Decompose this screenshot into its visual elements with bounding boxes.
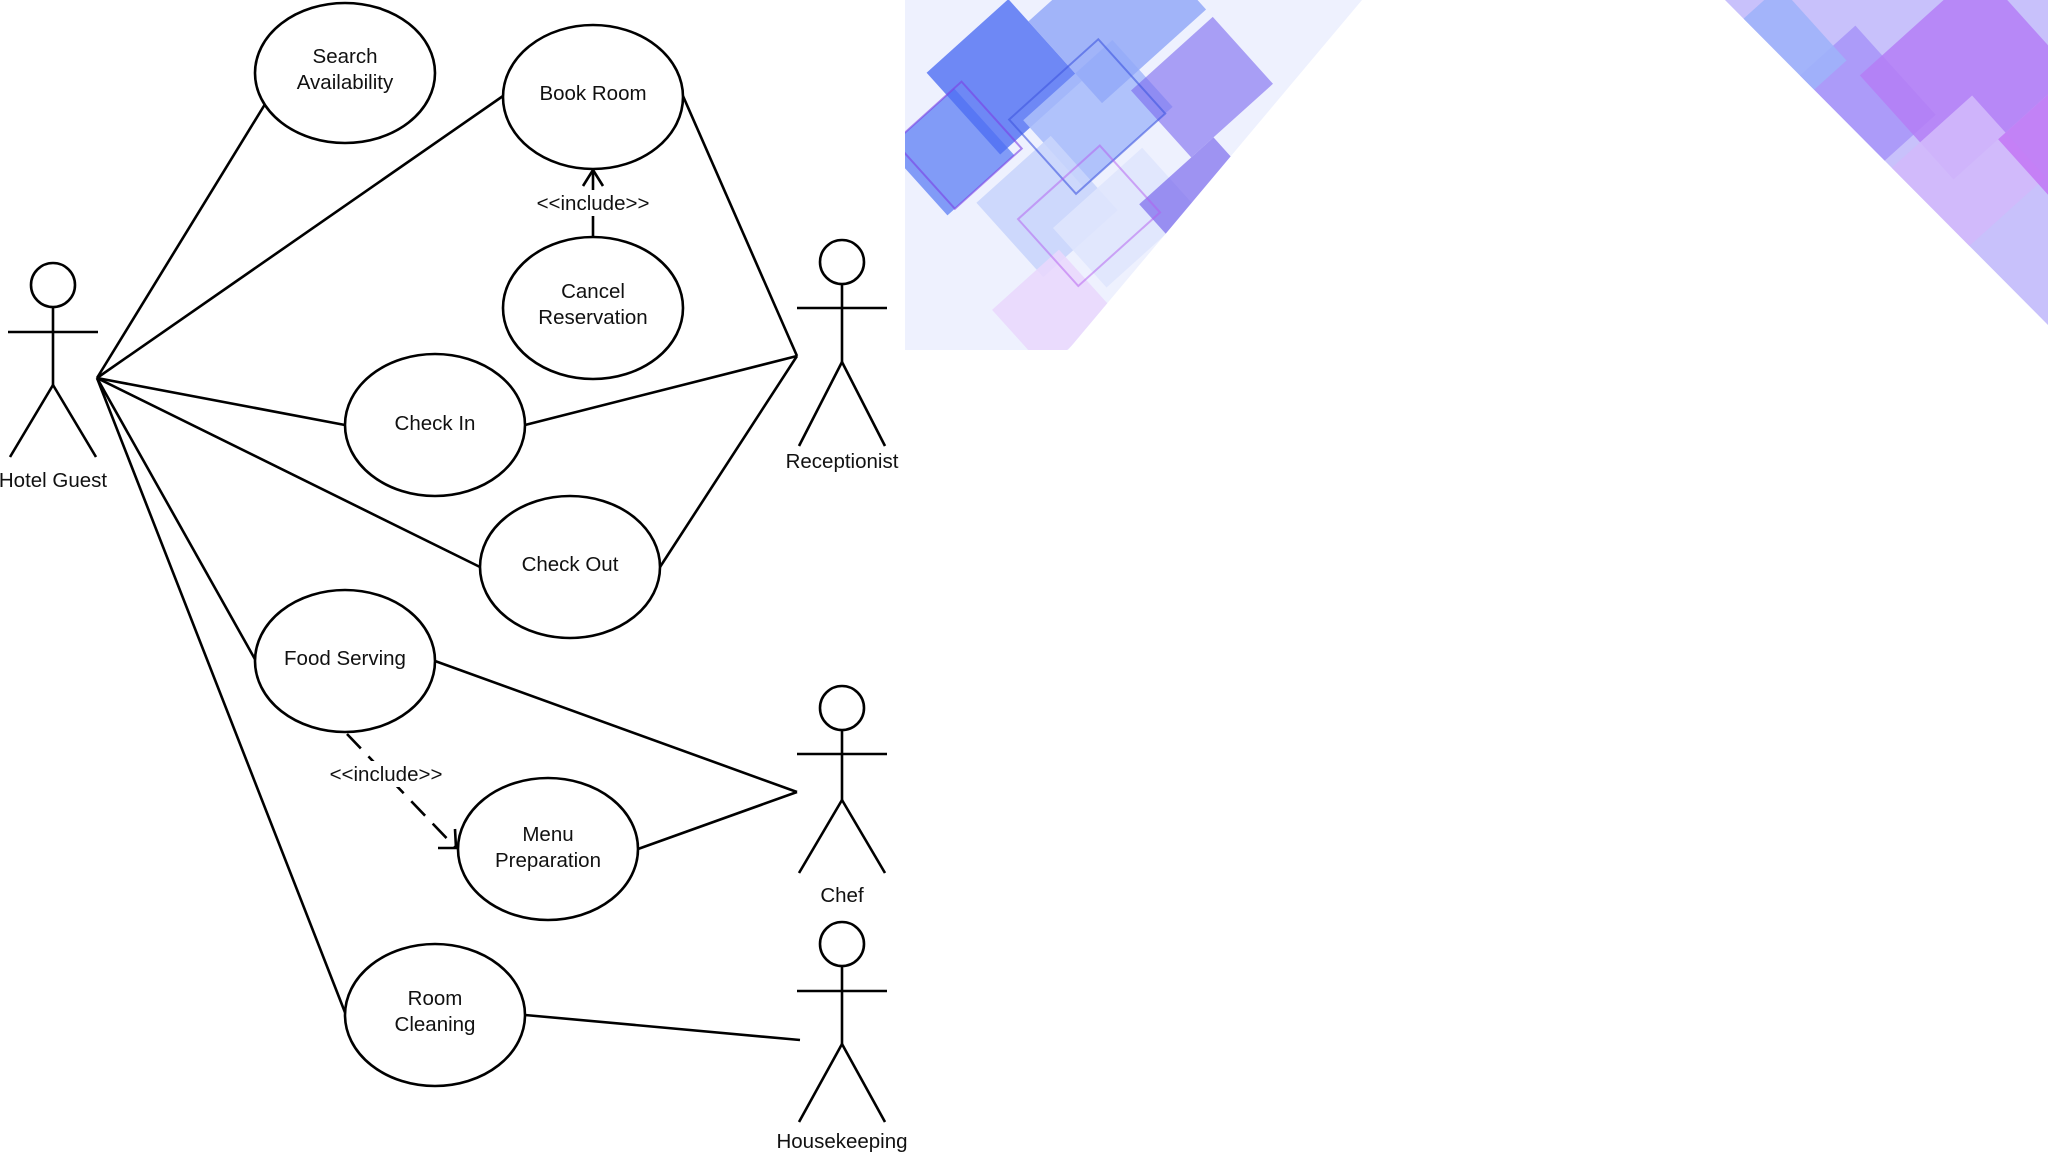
use-case-label: Reservation [538,306,647,329]
include-arrowhead-menu [438,828,458,850]
use-case-label: Search [313,45,378,68]
use-case-food-serving: Food Serving [253,588,437,734]
association-chef-menu [637,790,798,851]
use-case-label: Room [408,987,463,1010]
association-guest-cleaning [95,377,348,1016]
actor-head [818,238,866,286]
actor-chef: Chef [797,684,887,907]
association-receptionist-checkout [658,355,799,568]
association-guest-food [95,377,258,662]
use-case-label: Check Out [522,553,619,576]
actor-receptionist: Receptionist [786,238,899,473]
use-case-check-in: Check In [343,352,527,498]
association-receptionist-book [681,95,799,357]
use-case-label: Availability [297,71,394,94]
use-case-room-cleaning: Room Cleaning [343,942,527,1088]
actor-head [818,684,866,732]
association-guest-book [96,94,504,380]
actor-hotel-guest: Hotel Guest [0,261,107,492]
association-guest-checkin [96,376,346,427]
use-case-search-availability: Search Availability [253,1,437,145]
include-line-food-menu [346,733,457,849]
association-chef-food [434,659,798,794]
actors: Hotel Guest Receptionist Chef Housekeepi… [0,238,908,1152]
include-label-bg-cancel-book [534,190,652,216]
use-case-menu-preparation: Menu Preparation [456,776,640,922]
include-label-cancel-book: <<include>> [537,192,650,215]
actor-label: Housekeeping [776,1130,907,1152]
actor-head [29,261,77,309]
actor-housekeeping: Housekeeping [776,920,908,1152]
use-case-label: Preparation [495,849,601,872]
association-receptionist-checkin [524,354,798,427]
use-case-label: Food Serving [284,647,406,670]
use-cases: Search Availability Book Room Cancel Res… [253,1,685,1088]
use-case-label: Book Room [539,82,646,105]
include-label-food-menu: <<include>> [330,763,443,786]
use-case-book-room: Book Room [501,23,685,171]
use-case-label: Menu [522,823,573,846]
use-case-check-out: Check Out [478,494,662,640]
use-case-label: Cancel [561,280,625,303]
association-guest-checkout [96,376,481,569]
use-case-label: Cleaning [395,1013,476,1036]
association-guest-search [95,95,272,379]
actor-head [818,920,866,968]
actor-label: Receptionist [786,450,899,473]
include-relationships: <<include>> <<include>> [327,167,652,850]
actor-label: Hotel Guest [0,469,107,492]
association-lines [95,94,801,1042]
association-housekeeping-cleaning [524,1013,801,1042]
include-label-bg-food-menu [327,761,445,787]
use-case-label: Check In [395,412,476,435]
use-case-cancel-reservation: Cancel Reservation [501,235,685,381]
actor-label: Chef [820,884,864,907]
